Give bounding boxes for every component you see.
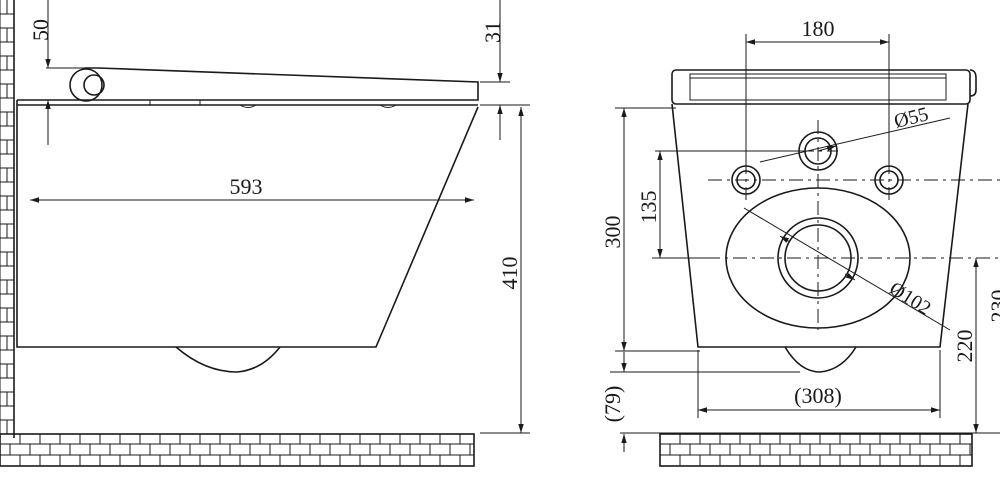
wall-hatch-left	[0, 0, 15, 438]
dim-180: 180	[745, 16, 890, 165]
dim-outlet-diameter-label: Ø102	[885, 278, 934, 320]
front-view: 180 Ø55 Ø102 300 135	[600, 16, 1000, 467]
outlet	[725, 187, 911, 329]
dim-230-partial: 230	[986, 290, 1000, 323]
dim-31-label: 31	[480, 21, 505, 43]
dim-50: 50	[28, 0, 100, 145]
seat-lid	[16, 67, 479, 108]
dim-300: 300	[600, 107, 700, 352]
dim-593-label: 593	[230, 174, 263, 199]
dim-593: 593	[30, 174, 474, 203]
dim-220-label: 220	[952, 330, 977, 363]
side-view: 50 31 593 410	[0, 0, 530, 467]
dim-410-label: 410	[497, 257, 522, 290]
dim-135-label: 135	[636, 191, 661, 224]
dim-31: 31	[480, 0, 530, 140]
dim-300-label: 300	[600, 216, 625, 249]
dim-230-label: 230	[986, 290, 1000, 323]
dim-220: 220	[952, 258, 979, 433]
bowl-body-side	[16, 105, 479, 373]
dim-135: 135	[636, 150, 800, 259]
dim-50-label: 50	[28, 19, 53, 41]
bowl-front	[671, 103, 969, 373]
floor-hatch-front	[620, 432, 1000, 467]
dim-inlet-diameter: Ø55	[759, 103, 951, 163]
floor-hatch-side	[0, 433, 475, 467]
dim-79-label: (79)	[600, 386, 625, 423]
dim-79: (79)	[600, 352, 800, 452]
dim-outlet-diameter: Ø102	[743, 207, 951, 331]
dim-180-label: 180	[802, 16, 835, 41]
dim-inlet-diameter-label: Ø55	[892, 103, 931, 133]
dim-308: (308)	[697, 350, 941, 418]
dim-410: 410	[480, 107, 530, 434]
seat-front	[671, 69, 977, 105]
dim-308-label: (308)	[794, 383, 842, 408]
